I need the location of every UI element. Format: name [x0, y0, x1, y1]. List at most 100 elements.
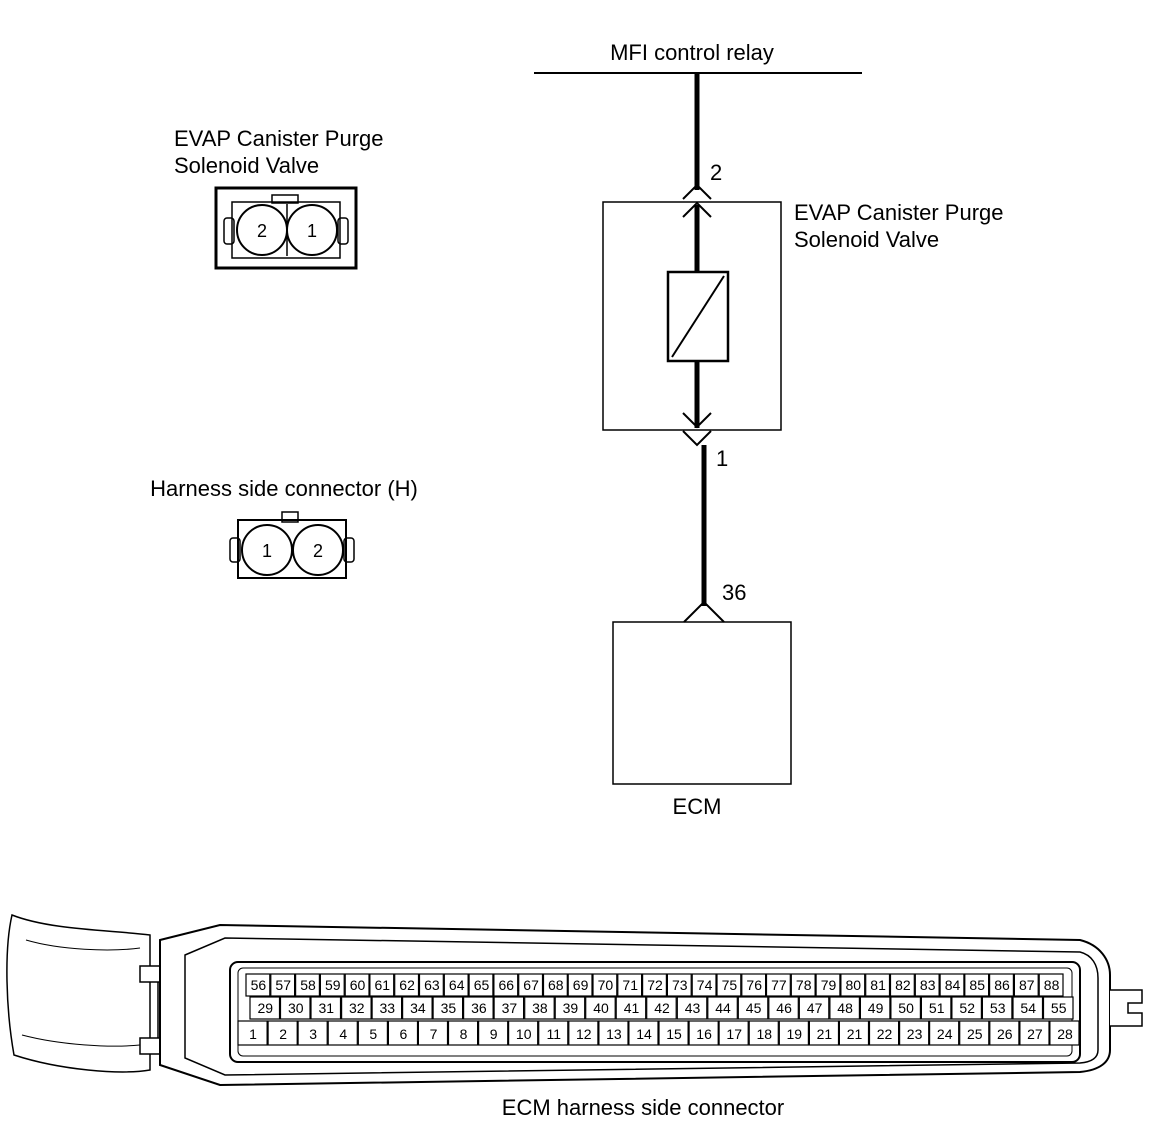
ecm-pin-number: 41: [624, 1000, 640, 1016]
ecm-pin-cell: [707, 996, 738, 1020]
ecm-pin-number: 50: [898, 1000, 914, 1016]
relay-label: MFI control relay: [610, 40, 774, 65]
ecm-pin-number: 43: [685, 1000, 701, 1016]
ecm-pin-cell: [341, 996, 372, 1020]
ecm-pin-cell: [542, 973, 568, 997]
ecm-pin-cell: [1042, 996, 1074, 1020]
ecm-pin-cell: [778, 1020, 809, 1046]
ecm-pin-cell: [914, 973, 940, 997]
ecm-pin-cell: [840, 973, 866, 997]
ecm-pin-cell: [1013, 973, 1039, 997]
ecm-pin-number: 75: [722, 977, 738, 993]
ecm-pin-cell: [646, 996, 677, 1020]
ecm-pin-number: 34: [410, 1000, 426, 1016]
ecm-pin-cell: [951, 996, 983, 1020]
ecm-pin-cell: [658, 1020, 689, 1046]
ecm-pin-number: 32: [349, 1000, 365, 1016]
arrow-down-mark: [682, 412, 712, 429]
ecm-pin-cell: [493, 996, 525, 1020]
ecm-pin-number: 4: [339, 1026, 347, 1042]
valve-connector-title-line1: EVAP Canister Purge: [174, 126, 384, 151]
ecm-pin-number: 88: [1044, 977, 1060, 993]
ecm-pin-number: 16: [696, 1026, 712, 1042]
pin-1-label: 1: [716, 446, 728, 471]
ecm-pin-cell: [245, 973, 271, 997]
ecm-pin-number: 48: [837, 1000, 853, 1016]
ecm-pin-cell: [920, 996, 952, 1020]
ecm-pin-cell: [598, 1020, 629, 1046]
ecm-pin-number: 13: [606, 1026, 622, 1042]
ecm-pin-cell: [865, 973, 891, 997]
ecm-pin-cell: [592, 973, 618, 997]
valve-box: [602, 201, 782, 431]
ecm-pin-number: 18: [757, 1026, 773, 1042]
ecm-pin-number: 61: [375, 977, 391, 993]
ecm-pin-number: 39: [563, 1000, 579, 1016]
ecm-pin-number: 40: [593, 1000, 609, 1016]
ecm-pin-number: 27: [1027, 1026, 1043, 1042]
ecm-pin-cell: [585, 996, 616, 1020]
ecm-pin-cell: [765, 973, 791, 997]
ecm-pin-cell: [447, 1020, 479, 1046]
ecm-pin-cell: [798, 996, 830, 1020]
ecm-pin-number: 74: [697, 977, 713, 993]
ecm-pin-cell: [554, 996, 586, 1020]
ecm-pin-cell: [890, 996, 922, 1020]
ecm-pin-cell: [432, 996, 464, 1020]
ecm-pin-cell: [267, 1020, 298, 1046]
ecm-pin-cell: [418, 973, 444, 997]
ecm-pin-number: 1: [249, 1026, 257, 1042]
ecm-pin-cell: [959, 1020, 990, 1046]
ecm-pin-number: 65: [474, 977, 490, 993]
ecm-pin-number: 55: [1051, 1000, 1067, 1016]
ecm-pin-number: 23: [907, 1026, 923, 1042]
ecm-pin-cell: [478, 1020, 509, 1046]
harness-connector-pin-left: 1: [262, 541, 272, 561]
ecm-pin-number: 11: [547, 1026, 562, 1042]
ecm-pin-cell: [1012, 996, 1044, 1020]
ecm-pin-number: 38: [532, 1000, 548, 1016]
ecm-pin-cell: [889, 973, 915, 997]
ecm-pin-cell: [829, 996, 861, 1020]
valve-connector-title-line2: Solenoid Valve: [174, 153, 319, 178]
ecm-pin-number: 85: [969, 977, 985, 993]
ecm-pin-number: 72: [647, 977, 663, 993]
ecm-pin-cell: [808, 1020, 840, 1046]
valve-connector-pin-left: 2: [257, 221, 267, 241]
ecm-pin-cell: [748, 1020, 779, 1046]
ecm-connector-mark: [683, 600, 725, 623]
ecm-pin-number: 73: [672, 977, 688, 993]
ecm-pin-cell: [1038, 973, 1064, 997]
ecm-pin-cell: [628, 1020, 659, 1046]
ecm-pin-cell: [617, 973, 643, 997]
pin-2-label: 2: [710, 160, 722, 185]
ecm-pin-number: 68: [548, 977, 564, 993]
ecm-pin-number: 62: [399, 977, 415, 993]
ecm-pin-cell: [898, 1020, 930, 1046]
ecm-pin-number: 87: [1019, 977, 1035, 993]
ecm-pin-cell: [508, 1020, 539, 1046]
ecm-pin-number: 17: [726, 1026, 742, 1042]
ecm-pin-cell: [357, 1020, 388, 1046]
ecm-pin-cell: [981, 996, 1013, 1020]
ecm-pin-cell: [568, 1020, 599, 1046]
ecm-pin-number: 36: [471, 1000, 487, 1016]
ecm-pin-number: 82: [895, 977, 911, 993]
ecm-pin-number: 7: [430, 1026, 438, 1042]
ecm-pin-number: 21: [847, 1026, 863, 1042]
valve-label-line2: Solenoid Valve: [794, 227, 939, 252]
ecm-pin-number: 8: [460, 1026, 468, 1042]
solenoid-diagonal: [671, 275, 725, 358]
ecm-pin-cell: [641, 973, 667, 997]
ecm-pin-number: 81: [870, 977, 886, 993]
ecm-pin-number: 67: [523, 977, 539, 993]
harness-connector-pin-right: 2: [313, 541, 323, 561]
ecm-pin-number: 29: [258, 1000, 274, 1016]
ecm-pin-cell: [868, 1020, 900, 1046]
ecm-pin-cell: [371, 996, 403, 1020]
connector-mark-bottom: [682, 430, 712, 447]
ecm-pin-number: 66: [499, 977, 515, 993]
ecm-label: ECM: [673, 794, 722, 819]
ecm-pin-cell: [327, 1020, 358, 1046]
ecm-pin-cell: [270, 973, 296, 997]
